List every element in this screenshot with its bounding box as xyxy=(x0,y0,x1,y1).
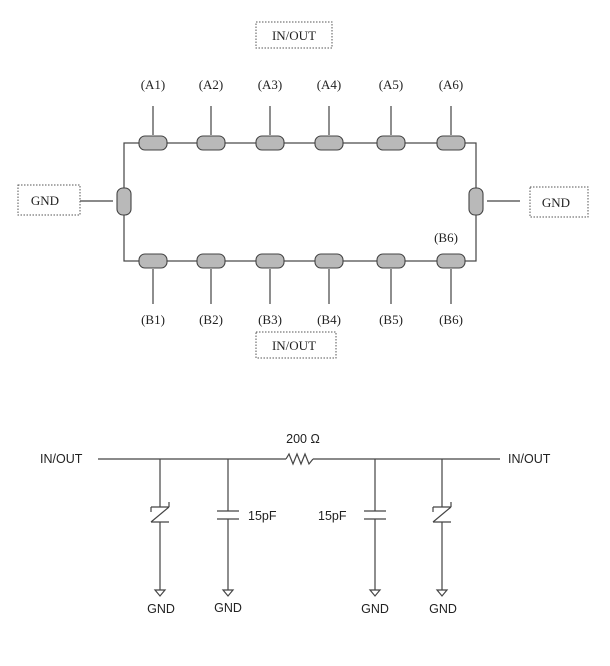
zener-diode-left xyxy=(150,459,170,597)
bottom-inout-label: IN/OUT xyxy=(272,338,316,353)
pin-label-a2: (A2) xyxy=(199,77,224,92)
bottom-inout-box: IN/OUT xyxy=(255,331,337,359)
pad-b2 xyxy=(196,253,226,269)
capacitor-right xyxy=(364,459,386,597)
pad-a1 xyxy=(138,135,168,151)
pad-a2 xyxy=(196,135,226,151)
pad-b4 xyxy=(314,253,344,269)
pad-b1 xyxy=(138,253,168,269)
cap-left-label: 15pF xyxy=(248,509,277,523)
package-pinout: IN/OUT (A1) (A2) (A3) (A4) (A5) (A6) xyxy=(17,21,589,359)
bottom-pads xyxy=(138,253,466,269)
gnd-label-2: GND xyxy=(214,601,242,615)
capacitor-left xyxy=(217,459,239,597)
pin-label-b1: (B1) xyxy=(141,312,165,327)
left-gnd-box: GND xyxy=(17,184,81,216)
pin-label-a3: (A3) xyxy=(258,77,283,92)
pin-label-a4: (A4) xyxy=(317,77,342,92)
pad-a4 xyxy=(314,135,344,151)
resistor-label: 200 Ω xyxy=(286,432,320,446)
pad-a3 xyxy=(255,135,285,151)
pin-label-b6: (B6) xyxy=(439,312,463,327)
right-gnd-label: GND xyxy=(542,195,570,210)
top-inout-box: IN/OUT xyxy=(255,21,333,49)
pad-a5 xyxy=(376,135,406,151)
left-gnd-label: GND xyxy=(31,193,59,208)
top-pin-leads xyxy=(152,106,452,135)
pin-label-b3: (B3) xyxy=(258,312,282,327)
right-gnd-box: GND xyxy=(529,186,589,218)
gnd-label-4: GND xyxy=(429,602,457,616)
b6-upper-label: (B6) xyxy=(434,230,458,245)
cap-right-label: 15pF xyxy=(318,509,347,523)
top-pads xyxy=(138,135,466,151)
resistor-symbol xyxy=(285,452,314,466)
pin-label-b5: (B5) xyxy=(379,312,403,327)
bottom-pin-leads xyxy=(152,269,452,304)
gnd-label-3: GND xyxy=(361,602,389,616)
pad-b6 xyxy=(436,253,466,269)
top-inout-label: IN/OUT xyxy=(272,28,316,43)
pin-label-b4: (B4) xyxy=(317,312,341,327)
pin-label-a5: (A5) xyxy=(379,77,404,92)
left-terminal-label: IN/OUT xyxy=(40,452,83,466)
equivalent-circuit: IN/OUT IN/OUT 200 Ω 15pF xyxy=(40,432,551,616)
pad-b5 xyxy=(376,253,406,269)
pin-label-a1: (A1) xyxy=(141,77,166,92)
pad-gnd-left xyxy=(116,187,132,216)
zener-diode-right xyxy=(432,459,452,597)
package-outline xyxy=(123,142,477,262)
gnd-label-1: GND xyxy=(147,602,175,616)
pin-label-b2: (B2) xyxy=(199,312,223,327)
pad-b3 xyxy=(255,253,285,269)
pin-label-a6: (A6) xyxy=(439,77,464,92)
pad-a6 xyxy=(436,135,466,151)
right-terminal-label: IN/OUT xyxy=(508,452,551,466)
pad-gnd-right xyxy=(468,187,484,216)
